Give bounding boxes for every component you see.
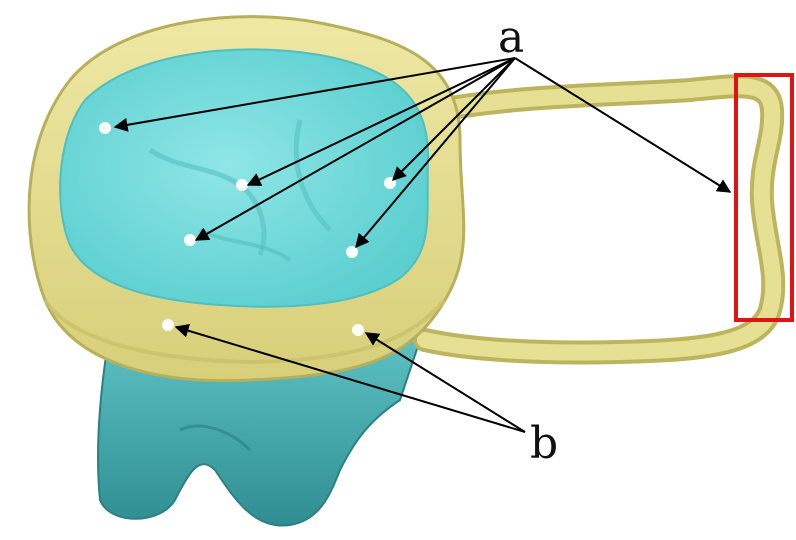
label-a: a <box>498 12 524 63</box>
marker-a1 <box>99 122 111 134</box>
marker-a5 <box>346 246 358 258</box>
tooth-crown <box>60 49 428 306</box>
marker-a4 <box>184 234 196 246</box>
wire-loop <box>425 86 773 352</box>
marker-a2 <box>236 179 248 191</box>
label-b: b <box>530 418 558 469</box>
marker-b1 <box>162 319 174 331</box>
marker-b2 <box>352 324 364 336</box>
